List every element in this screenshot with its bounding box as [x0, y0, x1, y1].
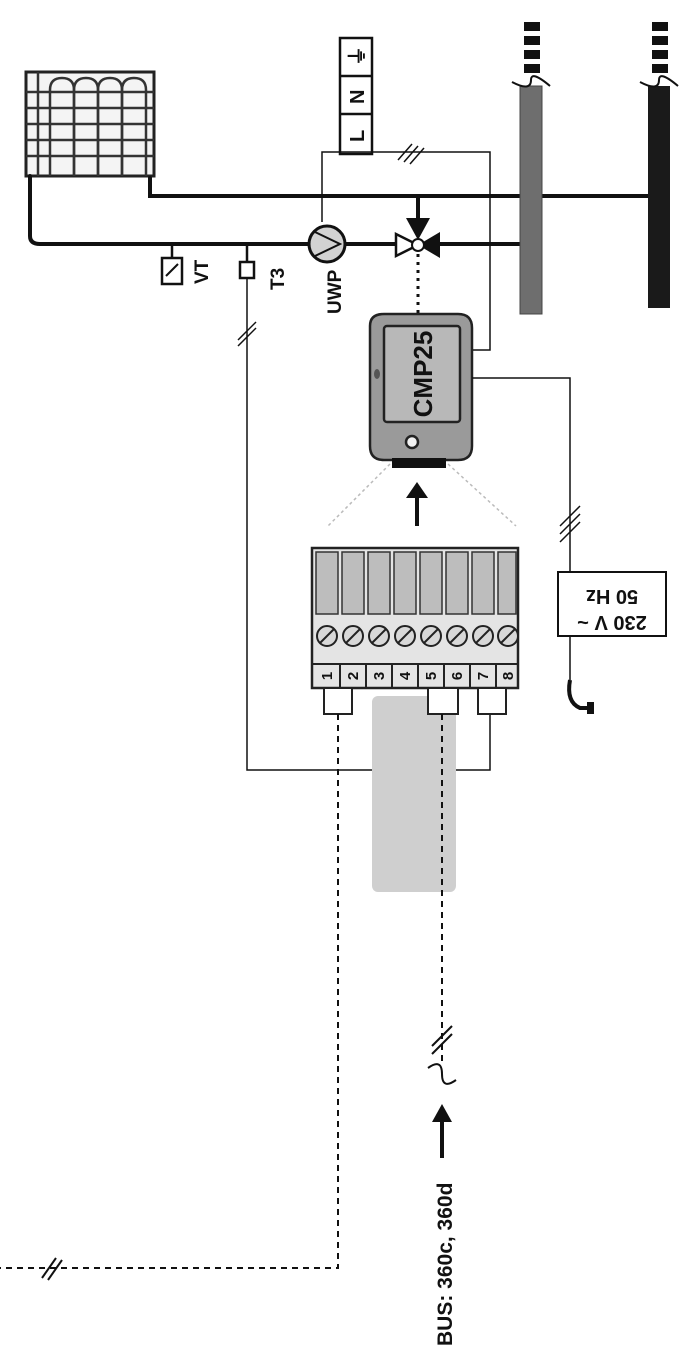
pump-label: UWP [325, 269, 346, 314]
three-way-valve [394, 218, 440, 259]
controller-cmp25 [368, 312, 474, 468]
sensor-t3-label: T3 [268, 268, 289, 290]
terminal-number: 6 [449, 672, 466, 680]
sensor-t3 [238, 244, 256, 280]
bus-label: BUS: 360c, 360d [434, 1183, 457, 1346]
terminal-n-label: N [347, 90, 369, 104]
pipework [28, 174, 662, 246]
collector-sensor-cable [0, 714, 339, 1269]
bus-cable-break-icon [427, 1063, 457, 1085]
terminal-number: 3 [371, 672, 388, 680]
terminal-number: 4 [397, 671, 414, 680]
terminal-number: 8 [500, 672, 517, 680]
terminal-number: 1 [319, 672, 336, 680]
mains-voltage-line1: 230 V ~ [577, 611, 647, 633]
pipe-break-marks [524, 22, 668, 73]
supply-cable [321, 151, 491, 351]
terminal-number: 2 [345, 672, 362, 680]
terminal-earth-label: ⏚ [346, 46, 369, 66]
terminal-number: 5 [423, 672, 440, 680]
sensor-vt-label: VT [192, 259, 213, 284]
bus-cable-sleeve [372, 696, 456, 892]
mains-voltage-line2: 50 Hz [586, 585, 638, 607]
terminal-l-label: L [347, 130, 369, 142]
pump-uwp [307, 224, 347, 264]
terminal-number: 7 [475, 672, 492, 680]
terminal-block [310, 546, 520, 715]
sensor-vt [160, 244, 184, 286]
power-plug-icon [567, 679, 594, 714]
solar-collector [24, 70, 156, 178]
arrow-up-icon [406, 482, 428, 526]
controller-label: CMP25 [408, 331, 438, 418]
connector-detail-lines [327, 463, 517, 527]
arrow-up-icon [432, 1104, 452, 1158]
mains-voltage-box [557, 571, 667, 637]
return-pipe [519, 85, 543, 315]
flow-pipe [648, 86, 670, 308]
mains-terminal-box [338, 36, 374, 156]
t3-sensor-cable [246, 278, 491, 771]
